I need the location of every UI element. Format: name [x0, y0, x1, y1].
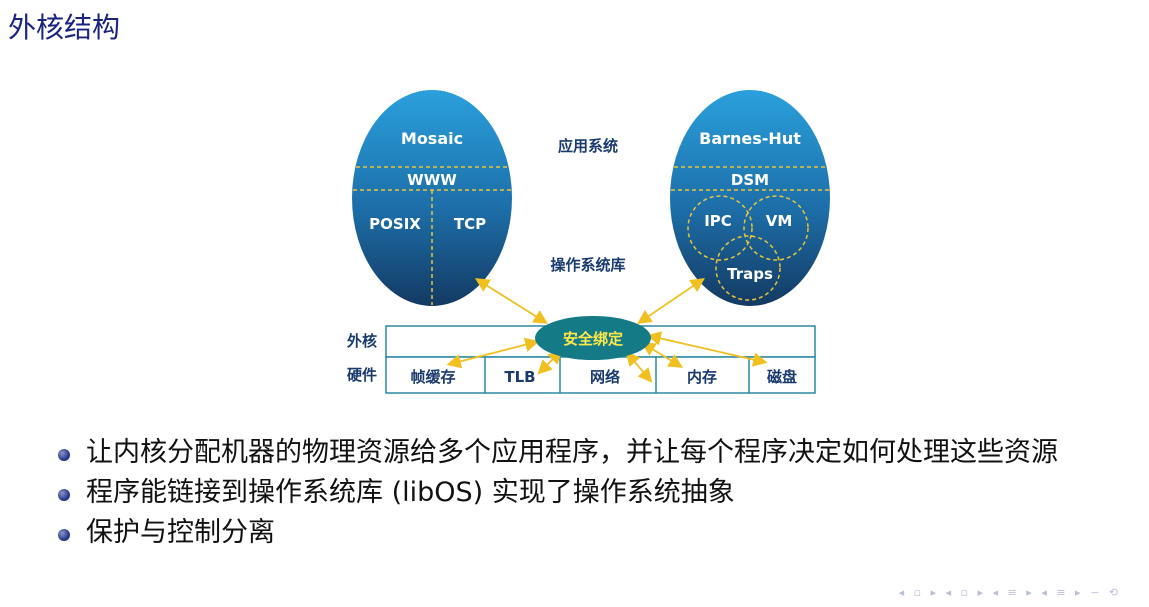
- left-app-label: Mosaic: [401, 129, 463, 148]
- right-app-label: Barnes-Hut: [699, 129, 801, 148]
- traps-label: Traps: [727, 265, 773, 283]
- bullet-dot-icon: [58, 529, 70, 541]
- secure-binding-label: 安全绑定: [563, 330, 623, 348]
- hw-disk: 磁盘: [767, 368, 797, 386]
- exokernel-label: 外核: [346, 332, 377, 350]
- ipc-circle: [687, 195, 753, 261]
- left-posix-label: POSIX: [369, 215, 421, 233]
- beamer-nav-icons[interactable]: ◂ ▫ ▸ ◂ ▫ ▸ ◂ ≡ ▸ ◂ ≡ ▸ ∽ ⟲: [898, 586, 1121, 599]
- bullet-dot-icon: [58, 489, 70, 501]
- vm-label: VM: [766, 212, 793, 230]
- hw-framebuffer: 帧缓存: [410, 368, 455, 386]
- bullet-text: 程序能链接到操作系统库 (libOS) 实现了操作系统抽象: [86, 477, 735, 508]
- arrow-left-app: [474, 278, 549, 324]
- right-dsm-label: DSM: [731, 171, 769, 189]
- bullet-text: 保护与控制分离: [86, 517, 275, 548]
- hardware-label: 硬件: [347, 366, 377, 384]
- ipc-label: IPC: [704, 212, 732, 230]
- exokernel-diagram: Mosaic WWW POSIX TCP 应用系统 操作系统库 Barnes-H…: [346, 90, 830, 394]
- left-tcp-label: TCP: [454, 215, 486, 233]
- left-www-label: WWW: [407, 171, 457, 189]
- arrow-framebuffer: [446, 337, 540, 369]
- arrow-network-left: [625, 351, 653, 383]
- bullet-text: 让内核分配机器的物理资源给多个应用程序，并让每个程序决定如何处理这些资源: [86, 437, 1058, 468]
- app-system-label: 应用系统: [558, 137, 618, 155]
- page-title: 外核结构: [8, 11, 121, 44]
- bullet-item: 保护与控制分离: [52, 516, 1132, 550]
- libos-label: 操作系统库: [550, 256, 625, 274]
- hw-memory: 内存: [687, 368, 717, 386]
- bullet-item: 让内核分配机器的物理资源给多个应用程序，并让每个程序决定如何处理这些资源: [52, 436, 1132, 470]
- right-app-ellipse: [670, 90, 830, 306]
- bullet-item: 程序能链接到操作系统库 (libOS) 实现了操作系统抽象: [52, 476, 1132, 510]
- vm-circle: [743, 195, 809, 261]
- hw-tlb: TLB: [504, 368, 535, 386]
- arrow-tlb: [537, 349, 563, 375]
- hw-network: 网络: [590, 368, 620, 386]
- bullet-list: 让内核分配机器的物理资源给多个应用程序，并让每个程序决定如何处理这些资源 程序能…: [52, 436, 1132, 556]
- secure-binding-ellipse: [535, 316, 651, 360]
- bullet-dot-icon: [58, 449, 70, 461]
- traps-circle: [715, 235, 781, 301]
- arrow-right-app: [637, 277, 705, 325]
- arrow-disk: [646, 331, 768, 367]
